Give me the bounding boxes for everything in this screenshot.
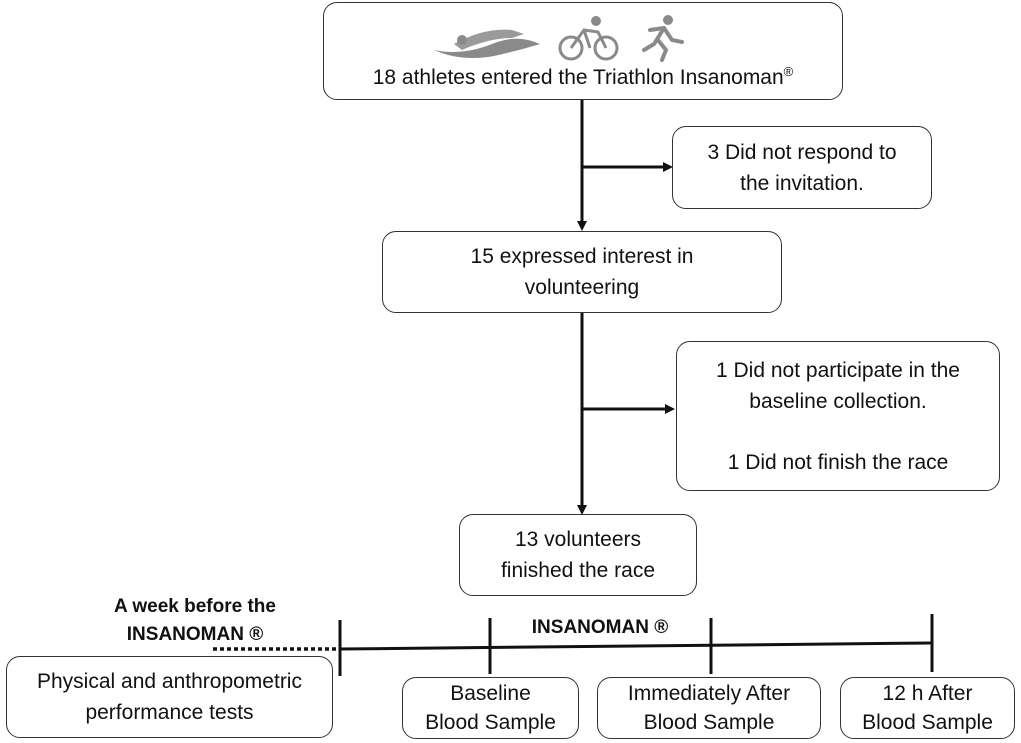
cyclist-icon <box>558 16 619 61</box>
baseline-box: Baseline Blood Sample <box>402 677 579 739</box>
interest-line-2: volunteering <box>524 276 640 299</box>
physical-line-2: performance tests <box>85 701 254 724</box>
physical-line-1: Physical and anthropometric <box>37 670 302 693</box>
immediate-box: Immediately After Blood Sample <box>597 677 821 739</box>
after12-box: 12 h After Blood Sample <box>840 677 1015 739</box>
excluded-line-3: 1 Did not finish the race <box>727 450 949 474</box>
excluded-box: 1 Did not participate in the baseline co… <box>676 341 1000 491</box>
sport-icons <box>432 14 686 62</box>
finished-line-1: 13 volunteers <box>514 528 642 551</box>
entered-text: 18 athletes entered the Triathlon Insano… <box>372 64 794 89</box>
race-label: INSANOMAN ® <box>531 617 669 638</box>
no-response-line-2: the invitation. <box>740 171 864 195</box>
runner-icon <box>642 15 684 62</box>
excluded-line-1: 1 Did not participate in the <box>716 358 960 382</box>
finished-box: 13 volunteers finished the race <box>459 514 697 596</box>
week-before-label: A week before the INSANOMAN ® <box>114 596 276 645</box>
no-response-line-1: 3 Did not respond to <box>707 140 897 164</box>
excluded-line-2: baseline collection. <box>749 389 927 413</box>
finished-line-2: finished the race <box>500 559 656 582</box>
baseline-line-2: Blood Sample <box>425 711 556 734</box>
swimmer-icon <box>434 29 540 58</box>
baseline-line-1: Baseline <box>450 682 531 705</box>
timeline-main <box>339 641 933 651</box>
immediate-line-1: Immediately After <box>627 682 791 705</box>
interest-box: 15 expressed interest in volunteering <box>382 231 782 313</box>
immediate-line-2: Blood Sample <box>643 711 775 734</box>
after12-line-1: 12 h After <box>882 682 973 705</box>
interest-line-1: 15 expressed interest in <box>470 245 694 268</box>
physical-box: Physical and anthropometric performance … <box>6 656 333 738</box>
after12-line-2: Blood Sample <box>862 711 993 734</box>
no-response-box: 3 Did not respond to the invitation. <box>672 126 932 209</box>
